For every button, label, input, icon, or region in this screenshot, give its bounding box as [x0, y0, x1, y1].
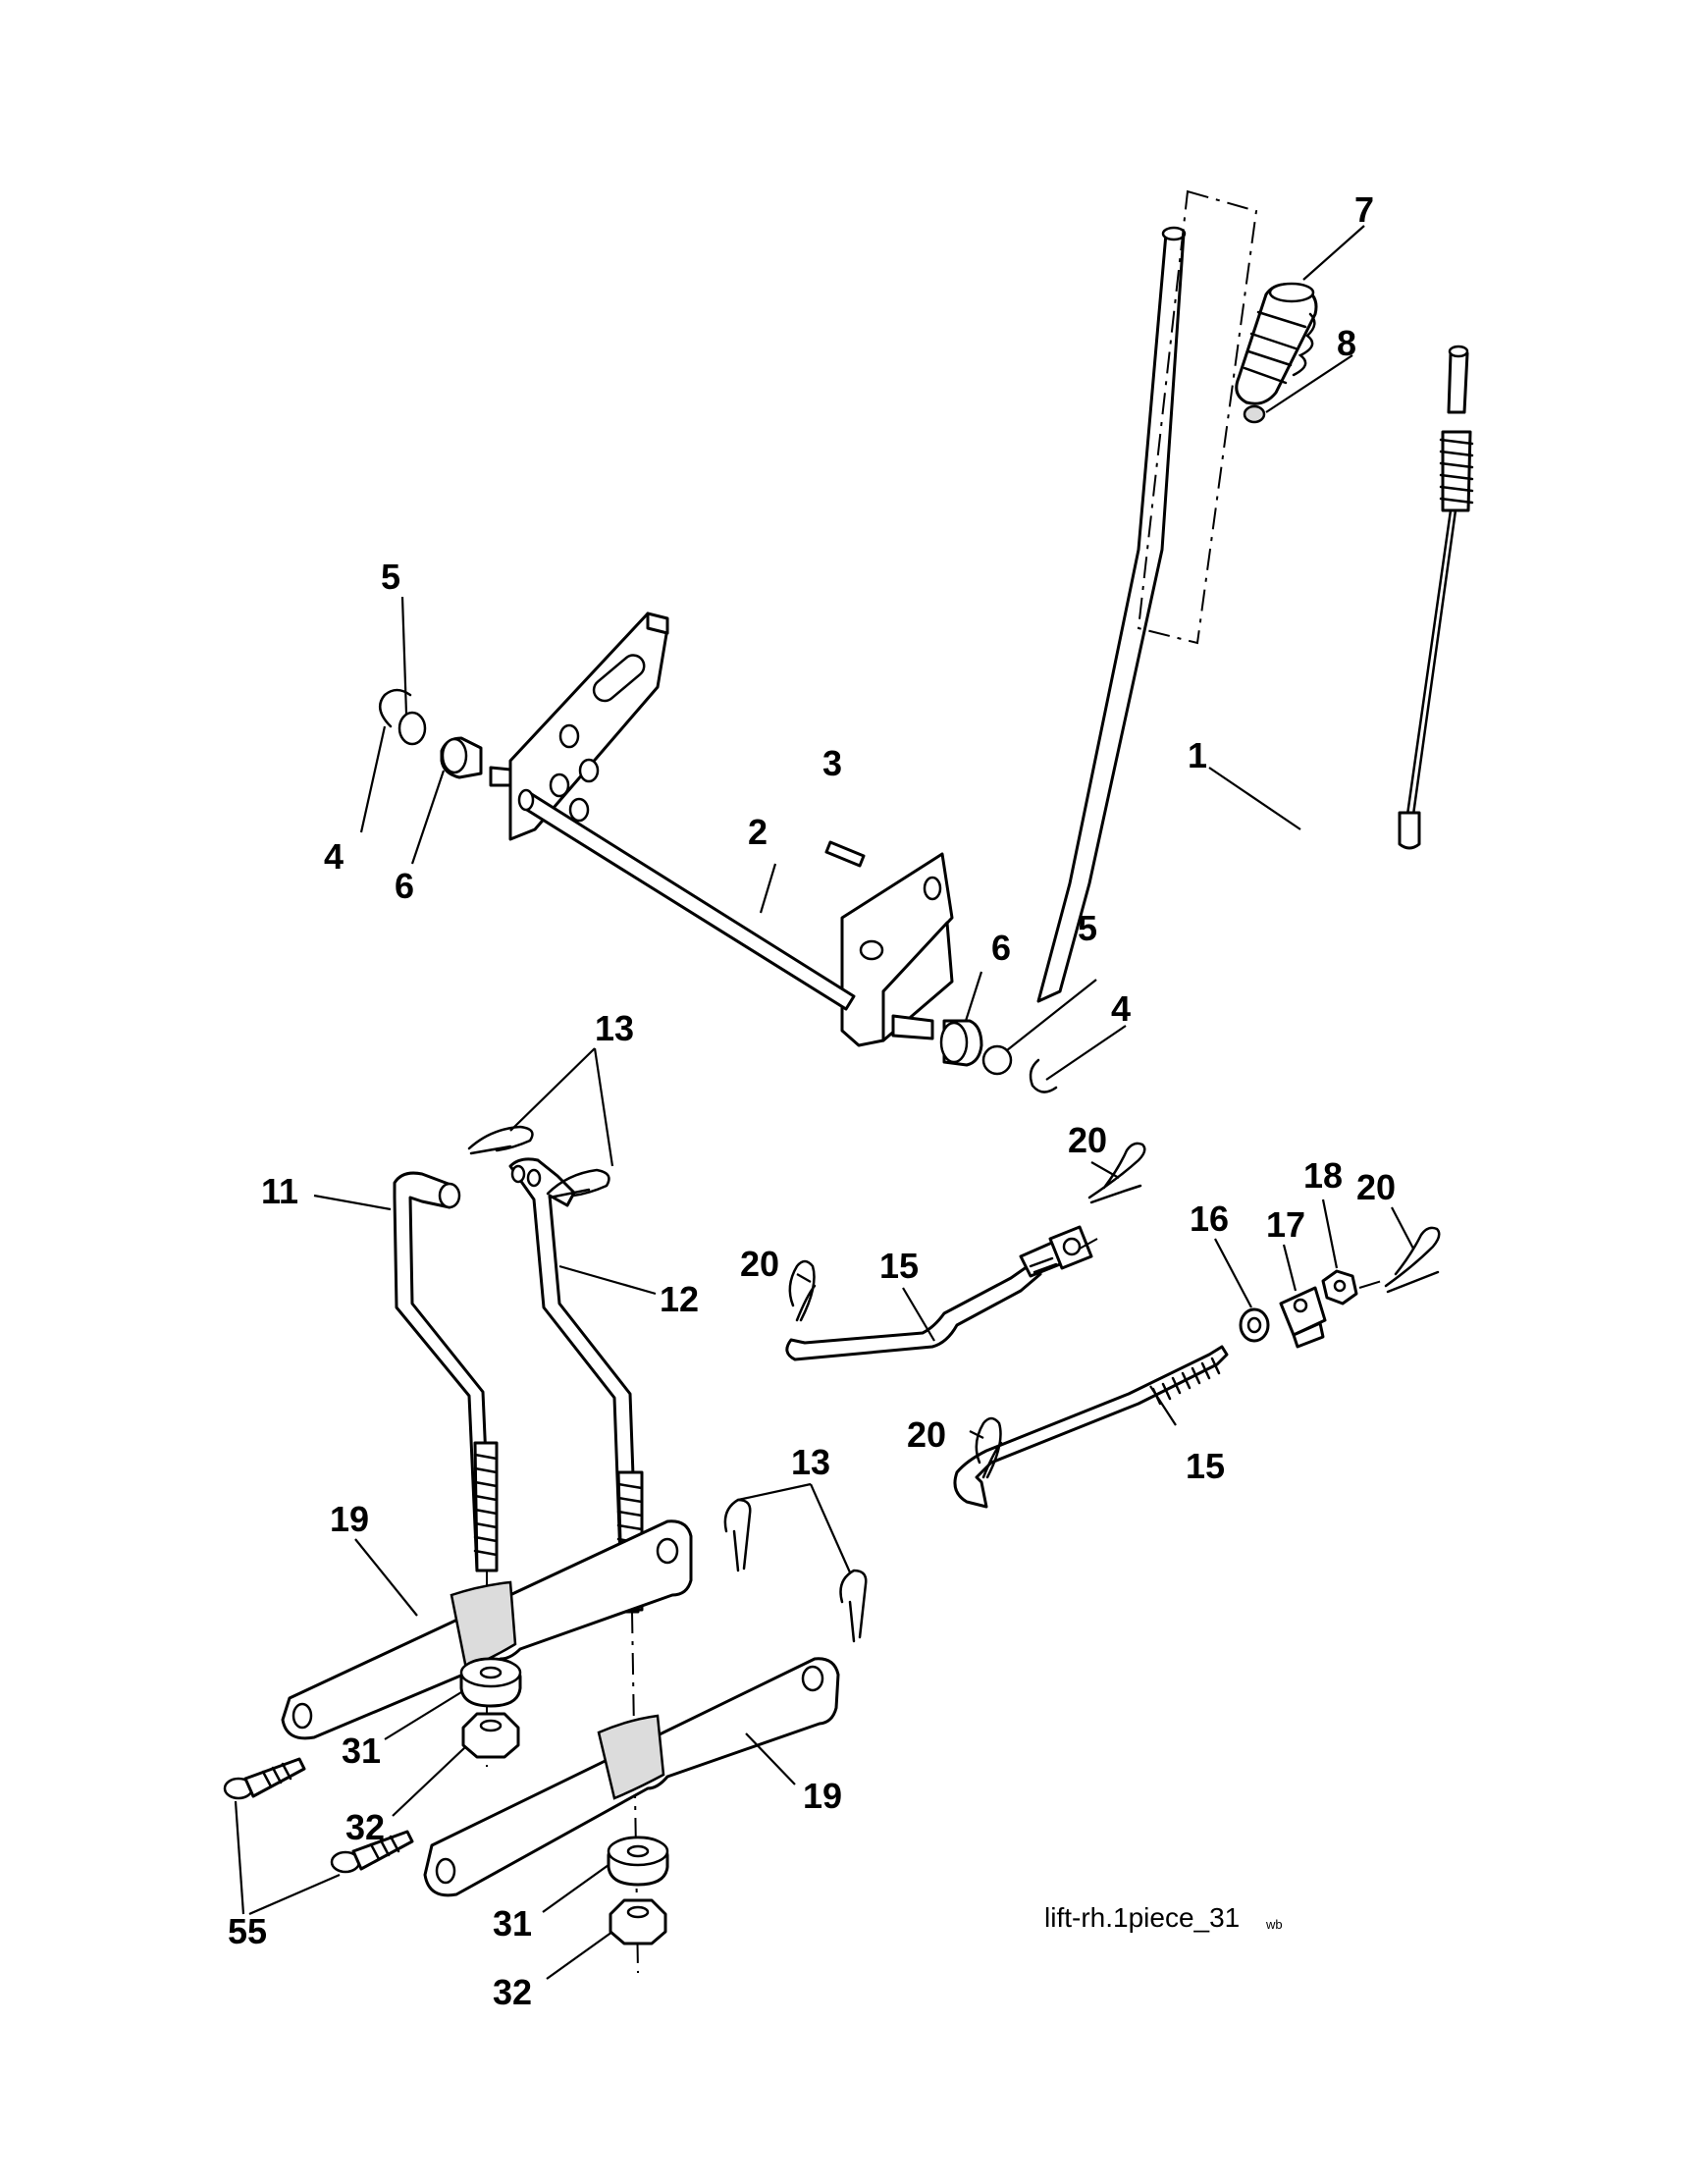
callout-20-b: 20 — [740, 1244, 779, 1284]
diagram-caption: lift-rh.1piece_31 wb — [1044, 1902, 1283, 1933]
hairpin-13-lower-b — [839, 1569, 868, 1643]
bushing-right — [939, 1019, 983, 1067]
washer-left — [397, 711, 427, 746]
callout-11: 11 — [261, 1171, 298, 1211]
callout-4-right: 4 — [1111, 988, 1131, 1029]
callout-4-left: 4 — [324, 836, 344, 877]
lift-handle — [840, 226, 1187, 1047]
callout-labels: 1 2 3 4 4 5 5 6 6 7 8 11 12 13 13 15 15 … — [228, 189, 1396, 2012]
bushing-left — [440, 736, 483, 779]
adjust-rod-upper — [785, 1225, 1093, 1361]
callout-15-lower: 15 — [1186, 1446, 1225, 1486]
callout-15-upper: 15 — [879, 1246, 919, 1286]
callout-5-left: 5 — [381, 557, 400, 597]
caption-subscript: wb — [1265, 1917, 1283, 1932]
centerline-rod — [1079, 1238, 1098, 1250]
lift-link-11 — [393, 1171, 499, 1572]
nut-18 — [1321, 1269, 1358, 1305]
caption-text: lift-rh.1piece_31 — [1044, 1902, 1240, 1933]
callout-20-c: 20 — [1356, 1167, 1396, 1207]
hairpin-13-top-a — [467, 1125, 534, 1155]
hairpin-20-b — [788, 1259, 817, 1322]
hairpin-13-lower-a — [723, 1498, 752, 1572]
lift-cable — [1398, 345, 1474, 850]
phantom-outline — [1137, 189, 1258, 645]
hairpin-20-c — [1384, 1226, 1441, 1294]
callout-3: 3 — [822, 743, 842, 783]
callout-20-d: 20 — [907, 1414, 946, 1455]
callout-6-right: 6 — [991, 928, 1011, 968]
hairpin-13-top-b — [546, 1168, 610, 1199]
callout-31-lower: 31 — [493, 1903, 532, 1944]
callout-31-upper: 31 — [342, 1731, 381, 1771]
swivel-block-17 — [1279, 1286, 1327, 1349]
washer-right — [981, 1044, 1013, 1076]
e-ring-right — [1029, 1058, 1058, 1093]
washer-31-upper — [459, 1657, 522, 1708]
callout-2: 2 — [748, 812, 768, 852]
callout-13-top: 13 — [595, 1008, 634, 1048]
callout-6-left: 6 — [395, 866, 414, 906]
callout-16: 16 — [1190, 1199, 1229, 1239]
callout-7: 7 — [1354, 189, 1374, 230]
callout-20-a: 20 — [1068, 1120, 1107, 1160]
callout-8: 8 — [1337, 323, 1356, 363]
lift-shaft — [489, 612, 934, 1040]
callout-1: 1 — [1188, 735, 1207, 775]
nut-32-lower — [609, 1898, 667, 1945]
callout-19-upper: 19 — [330, 1499, 369, 1539]
hairpin-20-d — [975, 1416, 1003, 1479]
callout-19-lower: 19 — [803, 1776, 842, 1816]
spacer-16 — [1239, 1307, 1270, 1343]
callout-32-upper: 32 — [345, 1807, 385, 1847]
centerline-rod-lower — [1358, 1280, 1383, 1289]
cotter-pin-upper — [223, 1757, 306, 1800]
callout-12: 12 — [660, 1279, 699, 1319]
lift-arm-lower — [423, 1657, 840, 1897]
hairpin-20-a — [1087, 1142, 1146, 1204]
callout-32-lower: 32 — [493, 1972, 532, 2012]
leader-lines — [234, 225, 1414, 1980]
callout-55: 55 — [228, 1911, 267, 1951]
cotter-pin-lower — [330, 1830, 414, 1874]
callout-13-lower: 13 — [791, 1442, 830, 1482]
e-ring-left — [378, 688, 412, 728]
lift-arm-upper — [281, 1519, 693, 1740]
roll-pin — [824, 840, 866, 868]
washer-31-lower — [607, 1836, 669, 1887]
nut-32-upper — [461, 1712, 520, 1759]
callout-5-right: 5 — [1078, 908, 1097, 948]
grip — [1235, 282, 1318, 405]
callout-18: 18 — [1303, 1155, 1343, 1196]
plug — [1243, 404, 1266, 424]
callout-17: 17 — [1266, 1204, 1305, 1245]
